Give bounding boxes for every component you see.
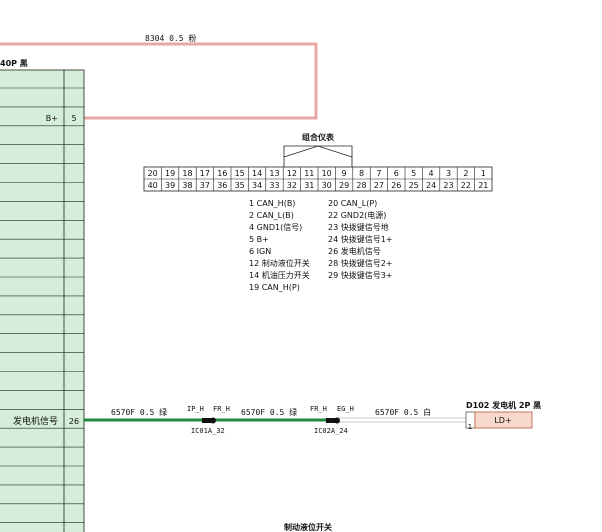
legend-left-item: 2 CAN_L(B)	[249, 211, 294, 220]
cluster-pin-top: 9	[342, 169, 347, 178]
cluster-pin-bottom: 33	[269, 181, 279, 190]
cluster-pin-bottom: 23	[443, 181, 453, 190]
cluster-title: 组合仪表	[302, 132, 335, 142]
bottom-caption: 制动液位开关	[284, 522, 332, 532]
wire1-label: 6570F 0.5 绿	[111, 408, 167, 417]
generator-signal-line: 6570F 0.5 绿 IP_H FR_H IC01A_32 6570F 0.5…	[84, 400, 541, 435]
generator-title: D102 发电机 2P 黑	[466, 400, 541, 410]
left-connector-grid	[0, 70, 84, 532]
cluster-pin-top: 3	[446, 169, 451, 178]
cluster-legend-left: 1 CAN_H(B) 2 CAN_L(B) 4 GND1(信号) 5 B+ 6 …	[249, 199, 310, 292]
cluster-pin-top: 19	[165, 169, 175, 178]
legend-left-item: 1 CAN_H(B)	[249, 199, 295, 208]
cluster-pin-top: 6	[394, 169, 399, 178]
wire3-label: 6570F 0.5 白	[375, 407, 431, 417]
legend-right-item: 24 快拨键信号1+	[328, 234, 393, 244]
cluster-pin-top: 8	[359, 169, 364, 178]
pink-wire-path	[0, 42, 318, 120]
cluster-pin-top: 1	[481, 169, 486, 178]
legend-left-item: 19 CAN_H(P)	[249, 283, 300, 292]
generator-ld-terminal	[474, 411, 533, 429]
cluster-pin-top: 11	[304, 169, 314, 178]
cluster-pin-bottom: 39	[165, 181, 175, 190]
cluster-pin-top: 13	[269, 169, 279, 178]
cluster-pin-bottom: 30	[322, 181, 332, 190]
pin-label-bplus: B+	[46, 114, 58, 123]
cluster-pin-bottom: 40	[148, 181, 158, 190]
cluster-pin-bottom: 25	[409, 181, 419, 190]
cluster-pin-bottom: 34	[252, 181, 262, 190]
legend-right-item: 29 快拨键信号3+	[328, 270, 393, 280]
cluster-pin-top: 15	[235, 169, 245, 178]
wire2-label: 6570F 0.5 绿	[241, 408, 297, 417]
legend-right-item: 28 快拨键信号2+	[328, 258, 393, 268]
splice1-left-label: IP_H	[187, 405, 204, 413]
cluster-legend-right: 20 CAN_L(P) 22 GND2(电源) 23 快拨键信号地 24 快拨键…	[328, 199, 393, 280]
pin-number-26: 26	[69, 417, 79, 426]
cluster-pin-bottom: 36	[217, 181, 227, 190]
legend-left-item: 14 机油压力开关	[249, 270, 310, 280]
legend-left-item: 6 IGN	[249, 247, 271, 256]
wire-8304-label: 8304 0.5 粉	[145, 33, 196, 43]
legend-right-item: 22 GND2(电源)	[328, 210, 386, 220]
legend-left-item: 12 制动液位开关	[249, 258, 310, 268]
cluster-pin-bottom: 38	[182, 181, 192, 190]
splice1-id: IC01A_32	[191, 427, 225, 435]
legend-right-item: 26 发电机信号	[328, 246, 381, 256]
splice-ic02a: FR_H EG_H IC02A_24	[310, 405, 354, 435]
splice2-right-label: EG_H	[337, 405, 354, 413]
generator-ld-label: LD+	[494, 416, 511, 425]
legend-left-item: 4 GND1(信号)	[249, 222, 302, 232]
cluster-pin-bottom: 22	[461, 181, 471, 190]
splice1-right-label: FR_H	[213, 405, 230, 413]
legend-right-item: 23 快拨键信号地	[328, 222, 389, 232]
left-connector: 40P 黑 B+ 5 发电机信号 26	[0, 58, 85, 532]
cluster-pin-bottom: 24	[426, 181, 436, 190]
cluster-pin-bottom: 28	[356, 181, 366, 190]
splice-ic01a: IP_H FR_H IC01A_32	[187, 405, 230, 435]
cluster-pin-top: 14	[252, 169, 262, 178]
cluster-pin-bottom: 27	[374, 181, 384, 190]
cluster-pin-top: 12	[287, 169, 297, 178]
generator-connector: D102 发电机 2P 黑 1 LD+	[465, 400, 541, 431]
cluster-pin-bottom: 26	[391, 181, 401, 190]
cluster-pin-bottom: 37	[200, 181, 210, 190]
cluster-pin-bottom: 31	[304, 181, 314, 190]
cluster-pin-top: 2	[463, 169, 468, 178]
left-connector-body	[0, 69, 85, 532]
cluster-pin-top: 20	[148, 169, 158, 178]
pin-number-5: 5	[71, 114, 76, 123]
legend-right-item: 20 CAN_L(P)	[328, 199, 377, 208]
wire-8304: 8304 0.5 粉	[0, 33, 318, 120]
cluster-pin-top: 16	[217, 169, 227, 178]
generator-pin-number: 1	[468, 423, 472, 431]
splice1-end-dot	[210, 417, 216, 424]
left-connector-title: 40P 黑	[0, 58, 28, 68]
cluster-pin-top: 5	[411, 169, 416, 178]
cluster-pin-top: 18	[182, 169, 192, 178]
splice1-body	[202, 418, 212, 423]
cluster-key-outline	[283, 145, 353, 167]
cluster-pin-bottom: 21	[478, 181, 488, 190]
cluster-pin-top: 10	[322, 169, 332, 178]
cluster-pin-top: 17	[200, 169, 210, 178]
pin-label-generator-signal: 发电机信号	[13, 415, 58, 427]
cluster-pin-bottom: 29	[339, 181, 349, 190]
cluster-pin-bottom: 35	[235, 181, 245, 190]
splice2-body	[326, 418, 336, 423]
cluster-pin-top: 7	[376, 169, 381, 178]
cluster-key-chevron	[283, 145, 353, 158]
splice2-left-label: FR_H	[310, 405, 327, 413]
cluster-pin-top: 4	[429, 169, 434, 178]
splice2-id: IC02A_24	[314, 427, 348, 435]
splice2-end-dot	[334, 417, 340, 424]
legend-left-item: 5 B+	[249, 235, 269, 244]
cluster-pin-bottom: 32	[287, 181, 297, 190]
